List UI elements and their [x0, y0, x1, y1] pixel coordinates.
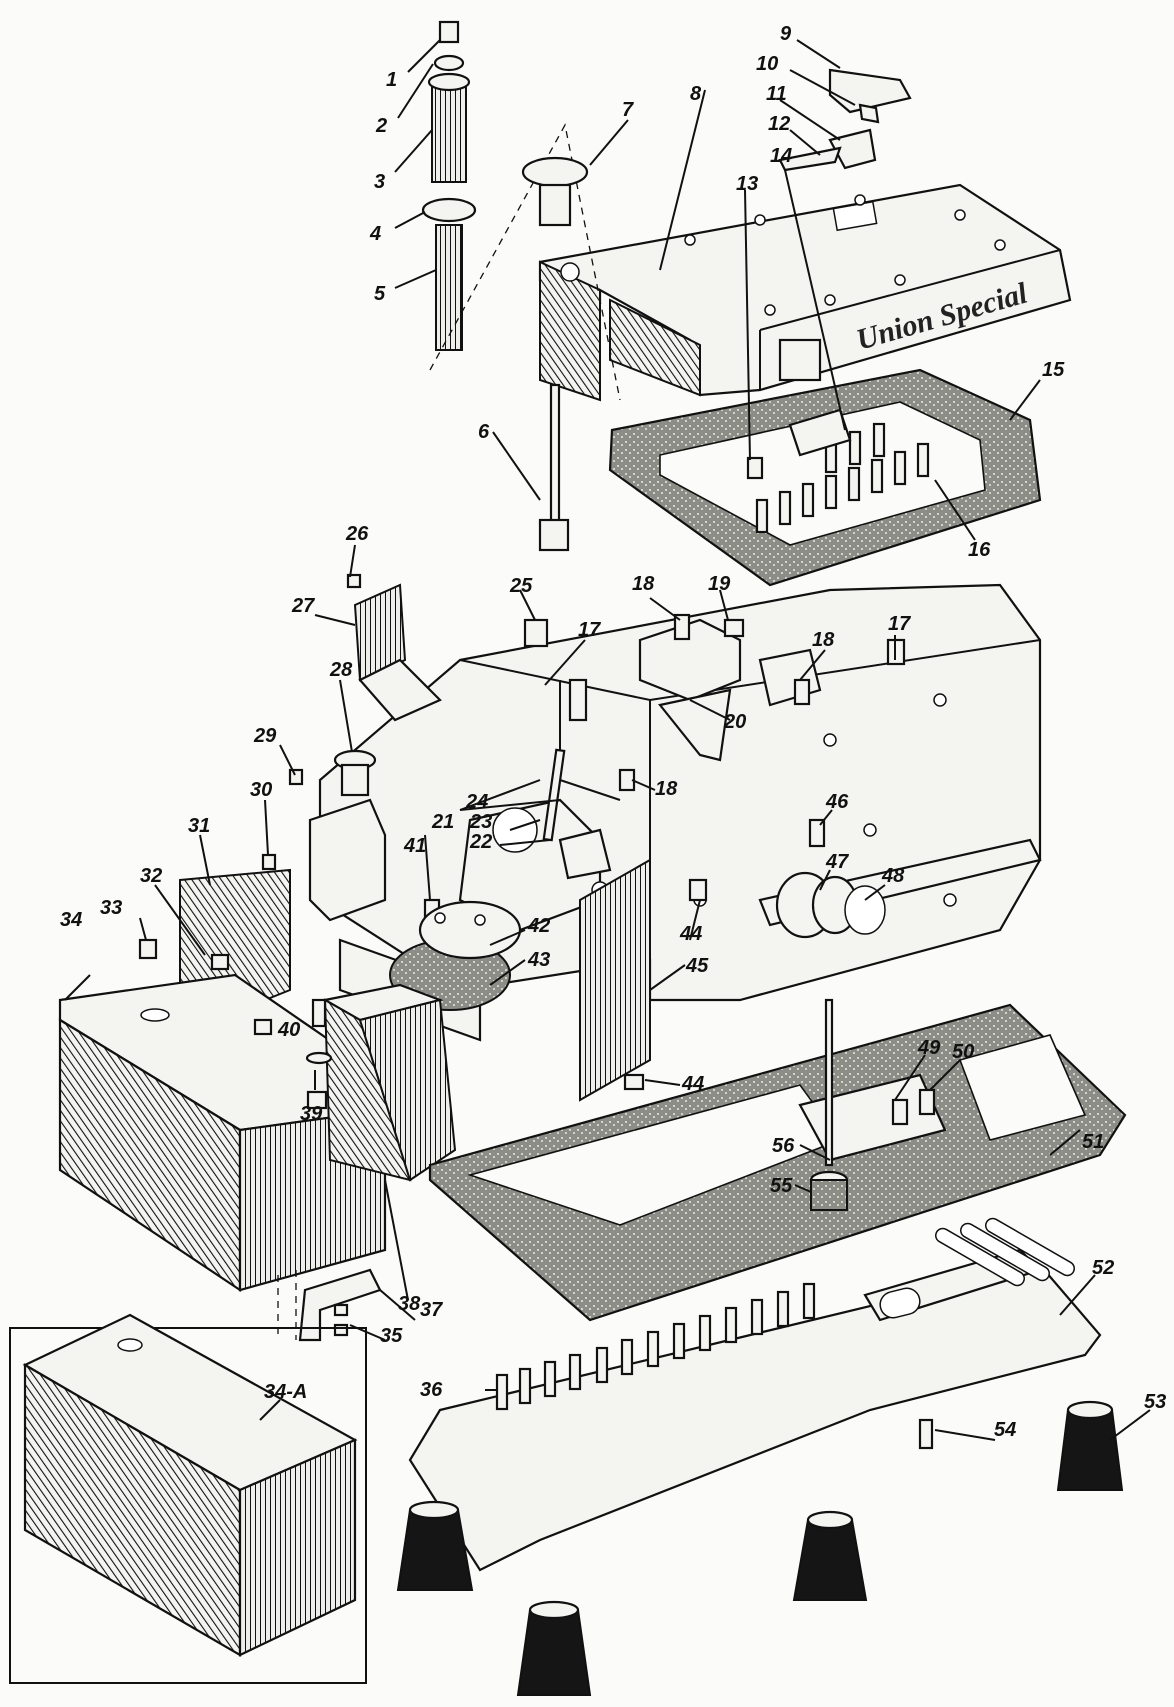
label-37: 37 [420, 1299, 443, 1321]
label-44b: 44 [681, 1073, 704, 1095]
small-screws-left [138, 573, 362, 1110]
label-14: 14 [770, 145, 792, 167]
bushing-7 [521, 156, 589, 227]
label-25: 25 [509, 575, 533, 597]
label-11: 11 [766, 83, 787, 105]
tension-stack [421, 20, 477, 351]
leader-lines [64, 39, 1151, 1441]
label-5: 5 [374, 283, 386, 305]
label-51: 51 [1082, 1131, 1104, 1153]
guard-27 [353, 583, 442, 722]
rod-6 [538, 383, 570, 552]
label-41: 41 [403, 835, 426, 857]
post-28 [333, 749, 377, 797]
label-22: 22 [469, 831, 492, 853]
block-29 [308, 798, 387, 922]
label-8: 8 [690, 83, 702, 105]
label-23: 23 [469, 811, 492, 833]
label-32: 32 [140, 865, 162, 887]
cover-screws [746, 408, 930, 534]
label-55: 55 [770, 1175, 793, 1197]
inset-34a [9, 1313, 367, 1684]
label-35: 35 [380, 1325, 403, 1347]
label-28: 28 [329, 659, 353, 681]
base-plate [408, 1217, 1102, 1572]
label-36: 36 [420, 1379, 443, 1401]
side-plate-45 [579, 858, 651, 1102]
label-29: 29 [253, 725, 277, 747]
label-7: 7 [622, 99, 634, 121]
label-31: 31 [188, 815, 210, 837]
label-38: 38 [398, 1293, 421, 1315]
label-43: 43 [527, 949, 550, 971]
label-34: 34 [60, 909, 82, 931]
rubber-feet [396, 1400, 1124, 1696]
callout-labels: 1 2 3 4 5 6 7 8 9 10 11 12 13 14 15 16 1… [60, 23, 1166, 1441]
label-19: 19 [708, 573, 731, 595]
label-20: 20 [723, 711, 746, 733]
label-24: 24 [465, 791, 488, 813]
label-4: 4 [369, 223, 381, 245]
label-17b: 17 [888, 613, 911, 635]
label-46: 46 [825, 791, 849, 813]
lid-latch [778, 68, 912, 172]
label-13: 13 [736, 173, 758, 195]
label-3: 3 [374, 171, 385, 193]
label-53: 53 [1144, 1391, 1166, 1413]
label-18b: 18 [812, 629, 835, 651]
label-15: 15 [1042, 359, 1065, 381]
label-54: 54 [994, 1419, 1016, 1441]
pump-parts [798, 998, 947, 1211]
label-47: 47 [825, 851, 849, 873]
label-39: 39 [300, 1103, 323, 1125]
label-1: 1 [386, 69, 397, 91]
label-27: 27 [291, 595, 315, 617]
label-33: 33 [100, 897, 122, 919]
housing-parts [423, 613, 906, 1091]
label-34a: 34-A [264, 1381, 307, 1403]
label-50: 50 [952, 1041, 974, 1063]
label-48: 48 [881, 865, 905, 887]
label-56: 56 [772, 1135, 795, 1157]
label-2: 2 [375, 115, 387, 137]
bracket-37 [277, 1268, 382, 1342]
label-18a: 18 [632, 573, 655, 595]
top-cover: Union Special [538, 183, 1072, 402]
label-44a: 44 [679, 923, 702, 945]
label-10: 10 [756, 53, 778, 75]
label-16: 16 [968, 539, 991, 561]
label-9: 9 [780, 23, 792, 45]
bottom-gasket [428, 1003, 1127, 1322]
label-21: 21 [431, 811, 454, 833]
label-12: 12 [768, 113, 790, 135]
label-30: 30 [250, 779, 272, 801]
label-42: 42 [527, 915, 550, 937]
union-special-logo [778, 338, 822, 382]
base-screws [495, 1282, 934, 1450]
label-40: 40 [277, 1019, 300, 1041]
label-45: 45 [685, 955, 709, 977]
box-38 [321, 983, 457, 1182]
label-18c: 18 [655, 778, 678, 800]
label-6: 6 [478, 421, 490, 443]
label-52: 52 [1092, 1257, 1114, 1279]
label-17a: 17 [578, 619, 601, 641]
label-26: 26 [345, 523, 369, 545]
label-49: 49 [917, 1037, 941, 1059]
